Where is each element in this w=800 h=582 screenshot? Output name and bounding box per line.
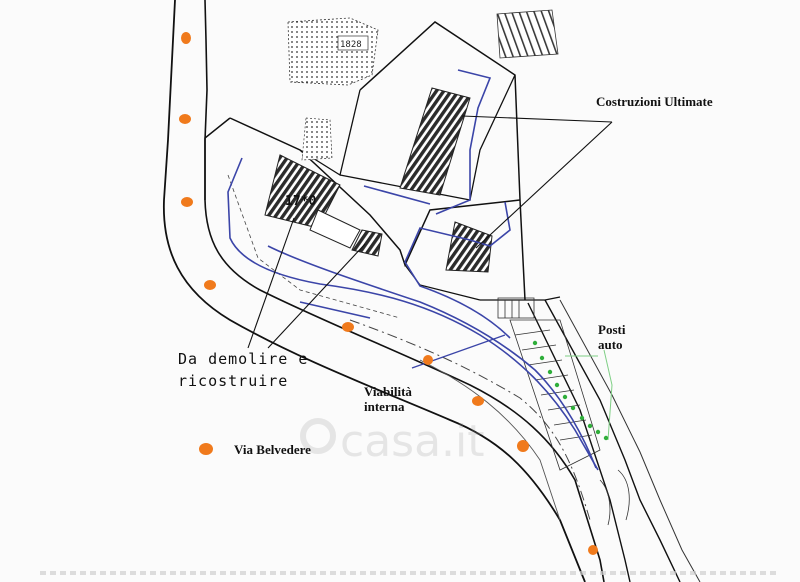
access-road-outer [544,299,681,582]
viabilita-interna-path [227,69,599,471]
costruzioni-leaders [461,115,613,249]
label-viabilita: Viabilità [364,384,412,399]
orange-dot-icon [179,114,191,124]
green-dot-icon [547,369,553,375]
orange-dot-icon [517,440,529,452]
demolire-leaders [247,217,366,349]
green-dot-icon [603,435,609,441]
green-dot-icon [539,355,545,361]
via-belvedere-right-edge [204,0,605,582]
posti-auto-leaders [565,349,613,441]
green-dot-icon [587,423,593,429]
existing-footprint-top-right [496,9,559,59]
green-dot-icon [554,382,560,388]
svg-text:1828: 1828 [340,40,362,50]
via-belvedere-markers [179,32,598,555]
legend-orange-dot-icon [199,443,213,455]
access-road-edge [527,302,631,582]
orange-dot-icon [588,545,598,555]
lot-left-boundary [204,21,526,301]
road-edge-lower [419,359,561,521]
parking-markers [532,340,609,441]
label-posti: Posti [598,322,626,337]
via-belvedere-left-edge [162,0,586,582]
green-dot-icon [579,415,585,421]
label-ricostruire: ricostruire [178,372,289,390]
green-dot-icon [562,394,568,400]
legend-via-belvedere: Via Belvedere [234,442,311,457]
label-costruzioni-ultimate: Costruzioni Ultimate [596,94,713,109]
access-road-left [480,296,561,301]
watermark-text: casa.it [340,416,485,467]
orange-dot-icon [342,322,354,332]
orange-dot-icon [181,32,191,44]
building-ultimata-1 [399,87,471,196]
existing-footprint-top-left: 1828 [287,17,379,86]
label-interna: interna [364,399,405,414]
building-ultimata-2 [445,221,493,273]
scan-artifact-line [40,571,780,575]
label-da-demolire: Da demolire e [178,350,309,368]
green-dot-icon [570,405,576,411]
svg-text:17*0: 17*0 [285,194,316,209]
access-road-far [559,299,701,582]
road-centerline [349,319,591,521]
existing-footprint-small [301,117,333,161]
green-dot-icon [595,429,601,435]
orange-dot-icon [181,197,193,207]
orange-dot-icon [204,280,216,290]
orange-dot-icon [472,396,484,406]
label-auto: auto [598,337,623,352]
watermark-logo-icon [300,418,336,454]
green-dot-icon [532,340,538,346]
orange-dot-icon [423,355,433,365]
building-demolire-annex [309,209,361,249]
